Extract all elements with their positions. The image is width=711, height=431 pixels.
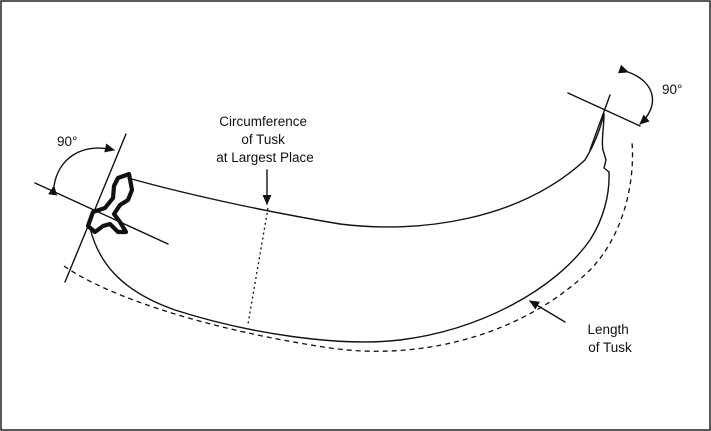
tusk-upper-edge <box>127 113 605 228</box>
left-base-line <box>64 133 127 283</box>
tusk-lower-edge <box>89 171 610 343</box>
left-angle-arc-arrow <box>48 143 115 196</box>
circumference-dotted-line <box>247 207 269 325</box>
length-dashed-curve <box>63 141 634 352</box>
right-angle-arc-arrow <box>618 64 654 125</box>
length-arrow <box>529 300 566 323</box>
right-axis-line <box>589 94 611 151</box>
circumference-label: Circumference of Tusk at Largest Place <box>216 114 314 165</box>
left-angle-label: 90° <box>57 134 77 149</box>
right-angle-label: 90° <box>662 82 682 97</box>
tusk-tip-jagged-edge <box>601 113 610 173</box>
length-label: Length of Tusk <box>587 322 632 355</box>
tusk-base-outline <box>85 171 135 235</box>
